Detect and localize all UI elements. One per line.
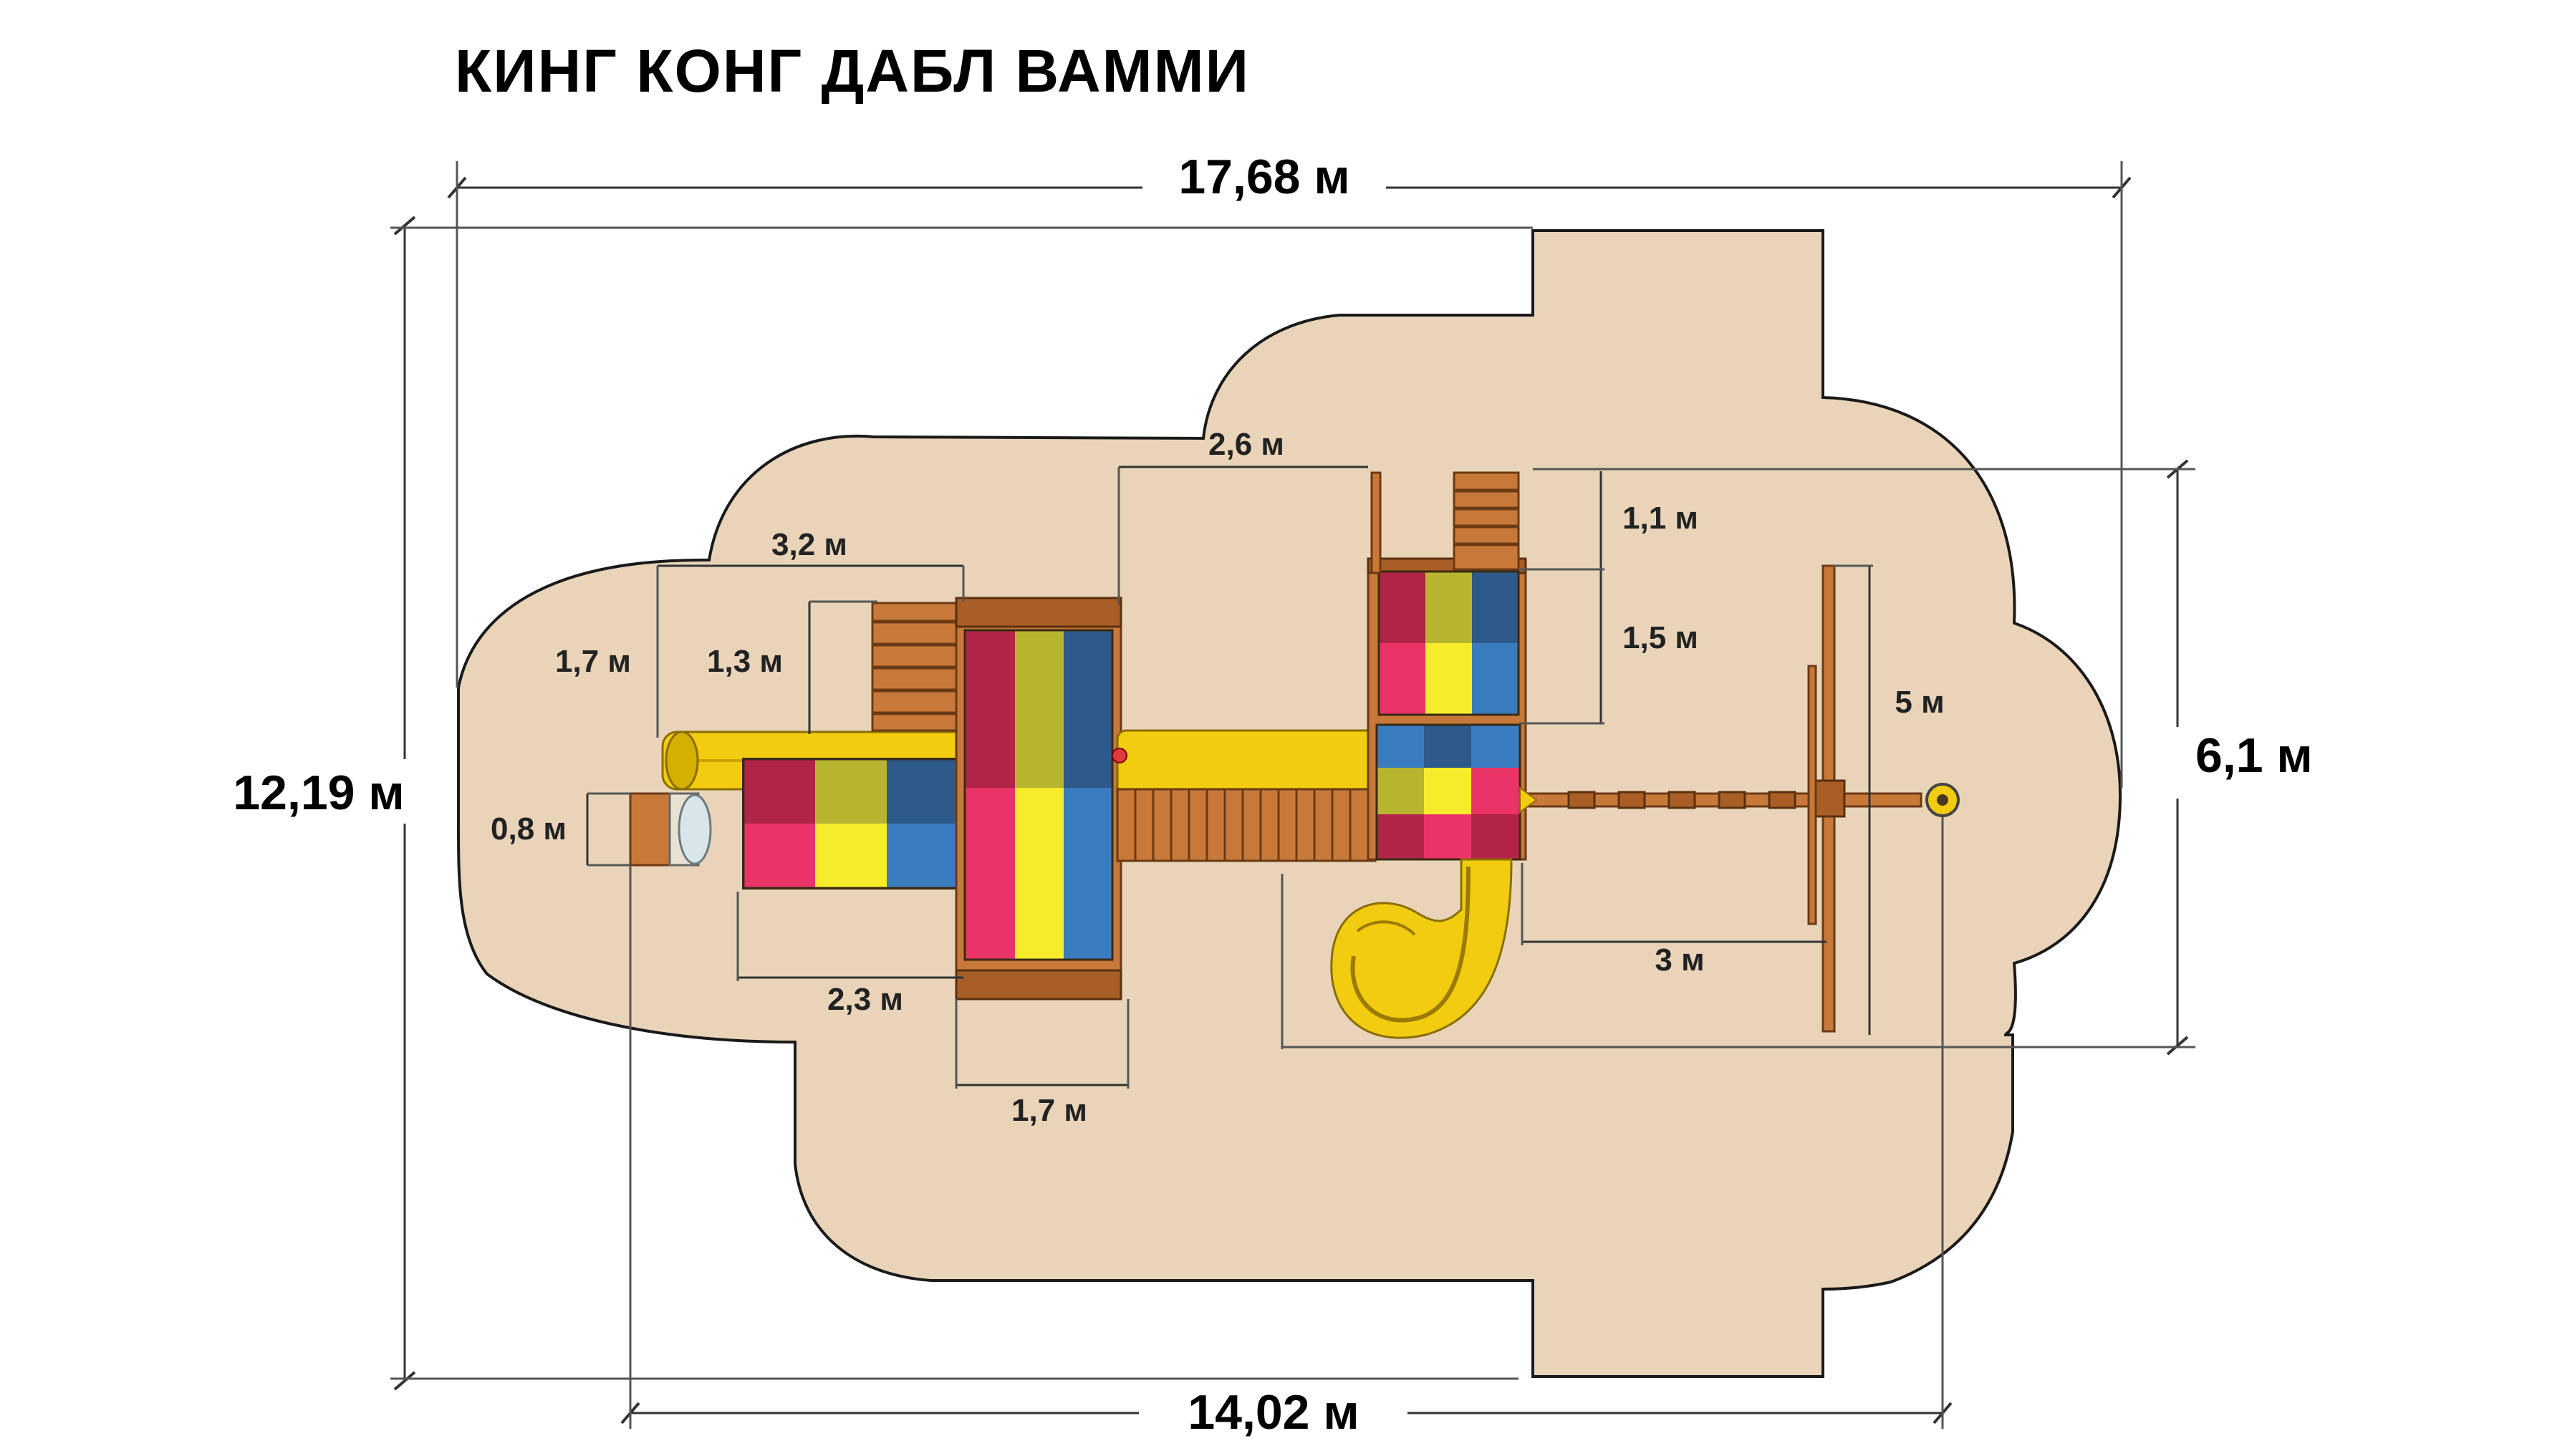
dim-1-3: 1,3 м [707,600,877,734]
ladder-left [871,602,963,732]
dim-2-3: 2,3 м [736,892,963,1017]
roof-right-lower [1375,723,1521,861]
label-d-3-2: 3,2 м [771,527,847,562]
dim-height-right: 6,1 м [1282,459,2313,1056]
dim-1-7-bottom: 1,7 м [955,999,1130,1128]
label-height-right: 6,1 м [2195,728,2313,783]
flag-pole [1370,471,1382,574]
swing-a-frame [1807,564,1846,1033]
label-d-5: 5 м [1895,685,1944,720]
label-d-2-6: 2,6 м [1208,427,1284,462]
tire-swing [1925,783,1960,817]
label-width-top: 17,68 м [1178,150,1349,204]
dim-width-bottom: 14,02 м [620,795,1953,1440]
dim-width-top: 17,68 м [447,150,2132,788]
dim-1-1-and-1-5: 1,1 м 1,5 м [1519,471,1698,725]
label-height-left: 12,19 м [233,766,404,820]
roof-right-upper [1377,570,1520,716]
dim-5: 5 м [1834,564,1945,1035]
roof-left [742,758,958,889]
dim-3-2: 3,2 м [656,527,965,738]
ladder-right [1453,471,1520,571]
label-width-bottom: 14,02 м [1188,1385,1359,1440]
label-d-3: 3 м [1655,942,1704,978]
diagram-title: КИНГ КОНГ ДАБЛ ВАММИ [455,37,1250,105]
label-d-1-7-left: 1,7 м [555,644,631,679]
label-d-2-3: 2,3 м [827,982,903,1017]
dim-0-8: 0,8 м [491,792,630,867]
label-d-1-3: 1,3 м [707,644,783,679]
dim-2-6: 2,6 м [1117,427,1368,605]
label-d-1-5: 1,5 м [1622,620,1698,655]
label-d-1-7-bottom: 1,7 м [1011,1093,1087,1128]
roof-center [963,629,1114,961]
dim-height-left: 12,19 м [233,216,1533,1391]
label-d-0-8: 0,8 м [491,811,567,847]
bridge-center [1116,788,1377,862]
entry-ramp-left [629,792,712,867]
dim-3: 3 м [1521,863,1827,978]
spiral-slide [1330,858,1513,1039]
label-d-1-1: 1,1 м [1622,501,1698,536]
